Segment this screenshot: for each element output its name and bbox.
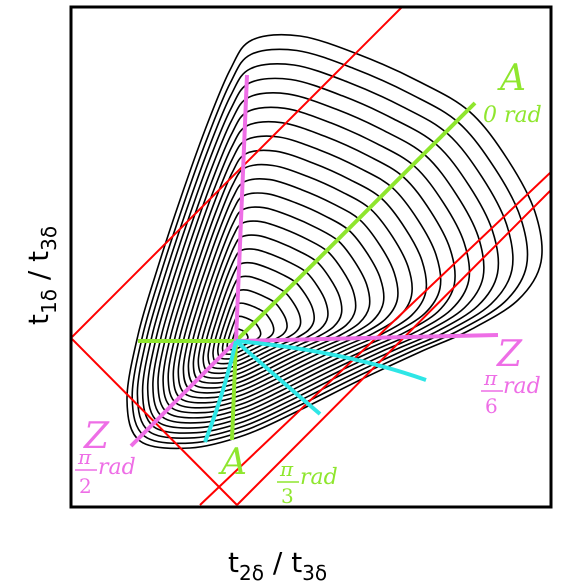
contour-line: [136, 63, 514, 440]
contour-lines: [126, 33, 543, 450]
x-axis-title: t2δ / t3δ: [228, 546, 327, 582]
contour-line: [157, 120, 456, 419]
label-z-right-unit: rad: [503, 374, 541, 399]
z-line-pi-over-2: [129, 339, 238, 448]
contour-line: [197, 234, 343, 379]
label-z-left-letter: Z: [83, 416, 110, 457]
mid-curve-1: [235, 339, 427, 382]
label-z-left-den: 2: [79, 474, 92, 498]
contour-line: [167, 149, 428, 409]
contour-line: [141, 77, 500, 434]
boundary-upper-diagonal: [71, 7, 403, 339]
label-z-right-num: π: [483, 366, 498, 390]
contour-line: [162, 135, 442, 414]
a-line-vertical: [230, 340, 238, 441]
a-line-0rad: [234, 101, 477, 343]
contour-line: [126, 33, 543, 450]
contour-line: [131, 48, 529, 445]
label-z-right-den: 6: [485, 394, 498, 418]
contour-line: [187, 206, 371, 389]
label-z-pi6: Z π 6 rad: [481, 334, 541, 418]
label-a-bottom: A: [218, 442, 247, 483]
boundary-lower-right-diagonal: [236, 189, 551, 506]
contour-line: [207, 261, 315, 370]
y-axis-title: t1δ / t3δ: [22, 226, 61, 325]
label-pi3-num: π: [279, 457, 294, 481]
label-a-top-angle: 0 rad: [483, 103, 542, 128]
contour-line: [216, 289, 288, 360]
contour-line: [152, 106, 471, 424]
contour-line: [182, 192, 385, 394]
label-a-0rad: A 0 rad: [483, 58, 542, 128]
label-z-left-num: π: [77, 445, 92, 469]
contour-line: [172, 163, 413, 404]
label-pi3-den: 3: [281, 484, 294, 508]
label-z-pi2: Z π 2 rad: [75, 416, 136, 498]
contour-line: [146, 92, 485, 429]
label-pi3-unit: rad: [300, 465, 338, 490]
z-line-horizontal: [235, 333, 499, 343]
contour-line: [212, 275, 302, 365]
boundary-lines: [71, 7, 551, 506]
label-a-top-letter: A: [497, 58, 526, 99]
label-pi3: π 3 rad: [277, 457, 338, 508]
z-line-vertical: [234, 74, 249, 342]
mid-curve-2: [234, 339, 322, 416]
plot-frame: [69, 5, 553, 509]
contour-line: [202, 248, 329, 375]
label-z-left-unit: rad: [98, 455, 136, 480]
label-z-right-letter: Z: [496, 334, 523, 375]
contour-line: [177, 178, 399, 399]
mid-curve-3: [203, 340, 238, 443]
contour-line: [192, 220, 357, 384]
direction-lines: [129, 74, 499, 448]
